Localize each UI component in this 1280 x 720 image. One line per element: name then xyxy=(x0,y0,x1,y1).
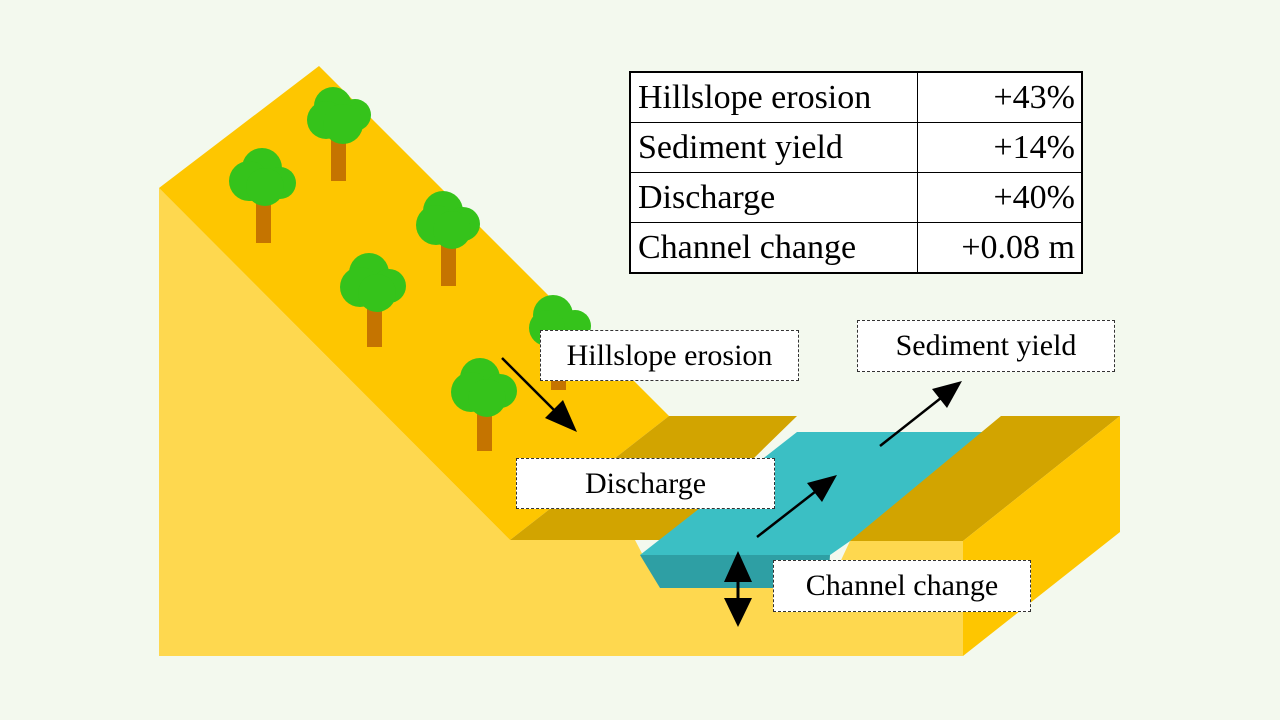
row-value: +14% xyxy=(917,122,1083,173)
tree xyxy=(340,253,406,347)
row-value: +43% xyxy=(917,71,1083,123)
right-bank-top xyxy=(850,416,1120,541)
row-label: Hillslope erosion xyxy=(629,71,918,123)
table-row: Channel change +0.08 m xyxy=(629,222,1083,274)
table-row: Discharge +40% xyxy=(629,172,1083,223)
results-table: Hillslope erosion +43% Sediment yield +1… xyxy=(629,71,1083,274)
sediment-yield-arrow xyxy=(879,381,962,447)
row-label: Discharge xyxy=(629,172,918,223)
hillslope-erosion-arrow xyxy=(501,357,577,432)
tree xyxy=(451,358,517,451)
table-row: Hillslope erosion +43% xyxy=(629,71,1083,123)
hillslope-erosion-label: Hillslope erosion xyxy=(540,330,799,381)
hillslope-front-face xyxy=(159,188,963,656)
row-value: +0.08 m xyxy=(917,222,1083,274)
row-label: Sediment yield xyxy=(629,122,918,173)
row-value: +40% xyxy=(917,172,1083,223)
tree xyxy=(229,148,296,243)
sediment-yield-label: Sediment yield xyxy=(857,320,1115,372)
table-row: Sediment yield +14% xyxy=(629,122,1083,173)
channel-change-arrow xyxy=(724,551,752,627)
channel-change-label: Channel change xyxy=(773,560,1031,612)
discharge-label: Discharge xyxy=(516,458,775,509)
discharge-arrow xyxy=(756,475,837,538)
tree xyxy=(307,87,371,181)
tree xyxy=(416,191,480,286)
row-label: Channel change xyxy=(629,222,918,274)
